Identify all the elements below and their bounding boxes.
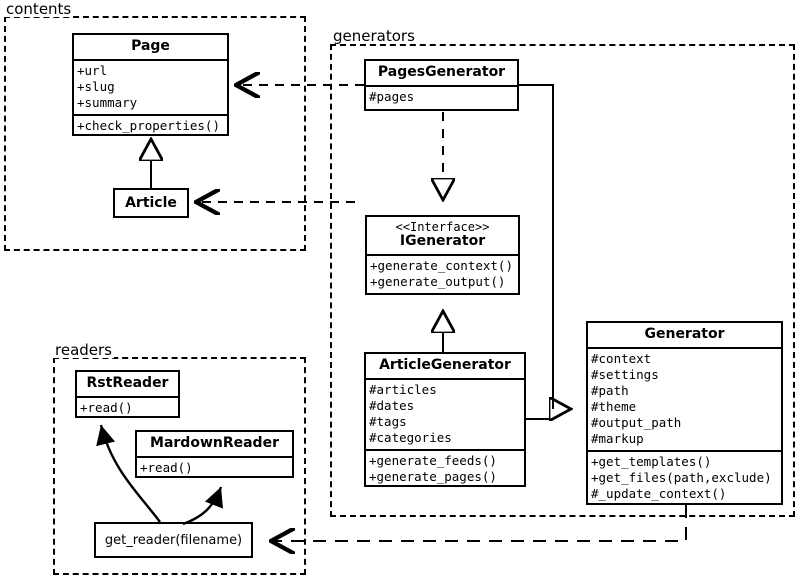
package-generators-label: generators xyxy=(331,27,417,45)
attribute: #pages xyxy=(369,89,415,104)
method: +generate_feeds() xyxy=(369,453,497,468)
method: +generate_output() xyxy=(370,274,506,289)
attribute: #context xyxy=(591,351,652,366)
class-page-attributes: +url +slug +summary xyxy=(74,59,227,114)
package-contents xyxy=(4,16,306,251)
class-pages-generator-attributes: #pages xyxy=(366,85,517,108)
class-mardown-reader[interactable]: MardownReader +read() xyxy=(135,430,294,478)
class-article-generator-methods: +generate_feeds() +generate_pages() xyxy=(366,449,524,488)
class-igenerator-name: <<Interface>> IGenerator xyxy=(367,217,518,254)
class-mardown-reader-name: MardownReader xyxy=(150,435,279,451)
class-generator-methods: +get_templates() +get_files(path,exclude… xyxy=(588,450,781,505)
attribute: +slug xyxy=(77,79,115,94)
attribute: #output_path xyxy=(591,415,682,430)
class-article-name: Article xyxy=(125,194,177,211)
class-igenerator-stereotype: <<Interface>> xyxy=(395,220,490,234)
class-page-methods: +check_properties() xyxy=(74,114,227,137)
method: +get_templates() xyxy=(591,454,712,469)
attribute: #tags xyxy=(369,414,407,429)
method: +generate_context() xyxy=(370,258,513,273)
class-rst-reader[interactable]: RstReader +read() xyxy=(75,370,180,418)
attribute: #dates xyxy=(369,398,415,413)
method: +generate_pages() xyxy=(369,469,497,484)
attribute: +url xyxy=(77,63,108,78)
class-page-name: Page xyxy=(131,38,170,54)
class-mardown-reader-methods: +read() xyxy=(137,456,292,479)
package-contents-label: contents xyxy=(4,0,74,18)
attribute: #path xyxy=(591,383,629,398)
class-article-generator[interactable]: ArticleGenerator #articles #dates #tags … xyxy=(364,352,526,487)
class-pages-generator-name: PagesGenerator xyxy=(377,64,506,80)
class-pages-generator[interactable]: PagesGenerator #pages xyxy=(364,59,519,111)
attribute: #theme xyxy=(591,399,637,414)
class-generator[interactable]: Generator #context #settings #path #them… xyxy=(586,321,783,505)
class-generator-name: Generator xyxy=(644,326,725,342)
attribute: +summary xyxy=(77,95,138,110)
class-generator-attributes: #context #settings #path #theme #output_… xyxy=(588,347,781,450)
attribute: #settings xyxy=(591,367,659,382)
method: +check_properties() xyxy=(77,118,220,133)
function-get-reader[interactable]: get_reader(filename) xyxy=(94,522,253,558)
function-get-reader-name: get_reader(filename) xyxy=(104,532,243,548)
method: +get_files(path,exclude) xyxy=(591,470,772,485)
class-igenerator[interactable]: <<Interface>> IGenerator +generate_conte… xyxy=(365,215,520,295)
package-readers-label: readers xyxy=(53,341,114,359)
package-readers xyxy=(53,357,306,575)
attribute: #articles xyxy=(369,382,437,397)
method: #_update_context() xyxy=(591,486,727,501)
class-article-generator-attributes: #articles #dates #tags #categories xyxy=(366,378,524,449)
class-page[interactable]: Page +url +slug +summary +check_properti… xyxy=(72,33,229,136)
attribute: #markup xyxy=(591,431,644,446)
class-article[interactable]: Article xyxy=(113,188,189,218)
class-rst-reader-name: RstReader xyxy=(86,375,169,391)
class-igenerator-methods: +generate_context() +generate_output() xyxy=(367,254,518,293)
attribute: #categories xyxy=(369,430,452,445)
method: +read() xyxy=(140,460,193,475)
class-rst-reader-methods: +read() xyxy=(77,396,178,419)
class-igenerator-title: IGenerator xyxy=(399,233,486,249)
class-article-generator-name: ArticleGenerator xyxy=(379,357,511,373)
method: +read() xyxy=(80,400,133,415)
